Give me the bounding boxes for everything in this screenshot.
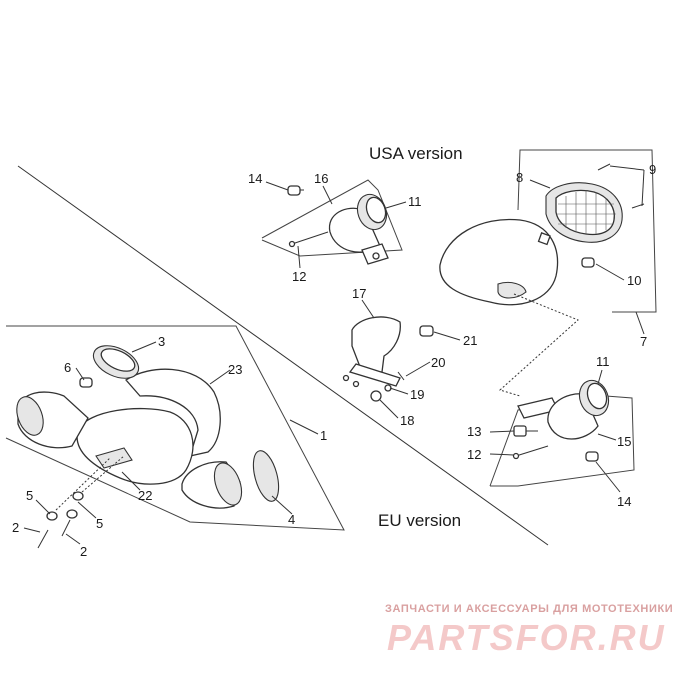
callout-18: 18: [400, 413, 414, 428]
bracket-17: [348, 316, 401, 387]
callout-14-lower: 14: [617, 494, 631, 509]
usa-turn-signal-upper: [328, 193, 389, 265]
bulb-21: [419, 325, 434, 337]
callout-12-upper: 12: [292, 269, 306, 284]
callout-7: 7: [640, 334, 647, 349]
version-divider-line: [17, 165, 549, 546]
callout-11-lower: 11: [596, 354, 610, 369]
eu-rear-fender-23: [125, 368, 221, 457]
callout-5-left: 5: [26, 488, 33, 503]
callout-2-left: 2: [12, 520, 19, 535]
callout-6: 6: [64, 360, 71, 375]
tail-light-lens-8: [545, 182, 623, 243]
callout-15: 15: [617, 434, 631, 449]
callout-3: 3: [158, 334, 165, 349]
watermark-caption: ЗАПЧАСТИ И АКСЕССУАРЫ ДЛЯ МОТОТЕХНИКИ: [385, 603, 674, 615]
eu-lens-3: [92, 345, 140, 379]
eu-turn-signal-left: [16, 391, 89, 449]
eu-turn-signal-right: [181, 461, 243, 509]
bulb-14-upper: [287, 185, 304, 196]
bulb-14-lower: [585, 451, 599, 462]
clip-part: [537, 232, 551, 246]
fasteners-18-19-20: [342, 371, 405, 402]
callout-5-right: 5: [96, 516, 103, 531]
callout-16: 16: [314, 171, 328, 186]
eu-version-title: EU version: [378, 511, 461, 530]
callout-22: 22: [138, 488, 152, 503]
eu-fasteners-2-5: [37, 455, 125, 549]
callout-17: 17: [352, 286, 366, 301]
screw-12-upper: [288, 231, 329, 248]
eu-assembly-frame-1: [5, 325, 345, 531]
callout-1: 1: [320, 428, 327, 443]
tail-light-housing: [439, 218, 559, 306]
watermark-logo: PARTSFOR.RU: [387, 617, 666, 658]
callout-20: 20: [431, 355, 445, 370]
callout-12-lower: 12: [467, 447, 481, 462]
callout-11-upper: 11: [408, 194, 422, 209]
callout-23: 23: [228, 362, 242, 377]
callout-21: 21: [463, 333, 477, 348]
callout-numbers: 14 16 11 12 8 9 10 7 17 21 20 19 18 11 1…: [12, 162, 656, 559]
callout-9: 9: [649, 162, 656, 177]
bulb-6: [79, 377, 93, 388]
callout-13: 13: [467, 424, 481, 439]
callout-14-upper: 14: [248, 171, 262, 186]
screw-13: [513, 425, 538, 437]
callout-19: 19: [410, 387, 424, 402]
callout-8: 8: [516, 170, 523, 185]
leader-lines: [23, 165, 645, 545]
eu-lens-4: [252, 450, 280, 502]
callout-2-right: 2: [80, 544, 87, 559]
usa-turn-signal-lower: [517, 379, 610, 440]
usa-version-title: USA version: [369, 144, 463, 163]
callout-10: 10: [627, 273, 641, 288]
usa-turn-signal-frame-15: [489, 395, 635, 487]
usa-tail-light-frame-7: [517, 149, 657, 313]
eu-light-body: [76, 407, 194, 485]
usa-turn-signal-frame-16: [261, 179, 403, 257]
bulb-10: [581, 257, 595, 268]
screw-12-lower: [512, 445, 549, 460]
wiring-dotted-line: [499, 293, 579, 397]
callout-4: 4: [288, 512, 295, 527]
